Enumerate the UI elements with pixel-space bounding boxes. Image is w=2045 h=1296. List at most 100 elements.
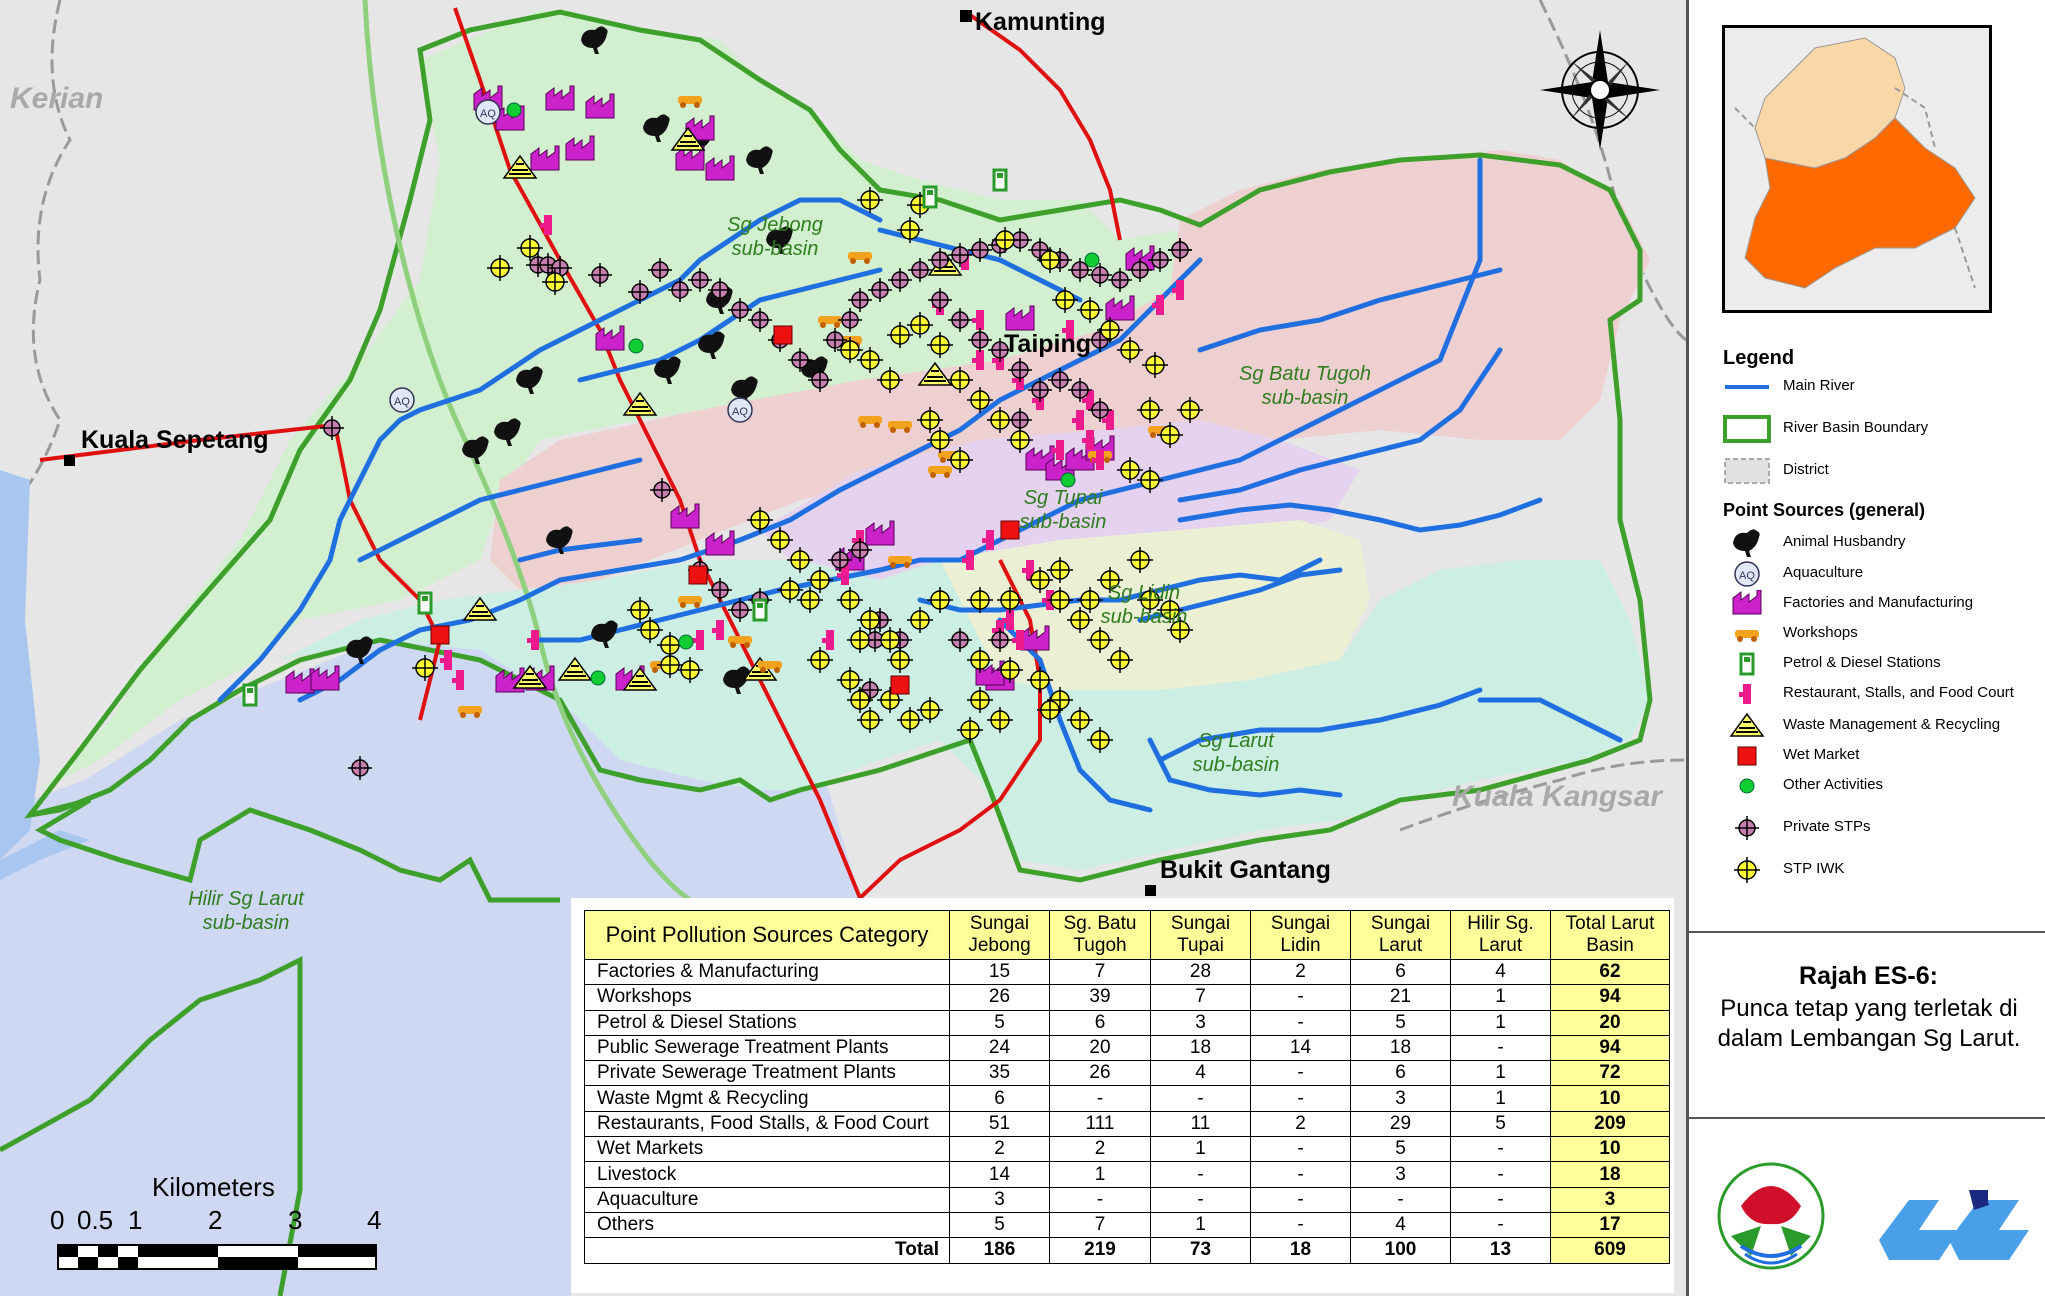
cell-value: - (1250, 984, 1351, 1011)
cell-value: 3 (949, 1186, 1050, 1213)
cell-total: 62 (1550, 958, 1670, 986)
aq-marker (475, 99, 501, 125)
waste-icon (1730, 713, 1764, 737)
cell-value: 111 (1049, 1110, 1151, 1138)
map-canvas: AQ (0, 0, 1686, 1296)
cell-value: 5 (1350, 1136, 1451, 1163)
cell-total: 72 (1550, 1060, 1670, 1087)
cell-value: 26 (1049, 1060, 1151, 1087)
row-category: Public Sewerage Treatment Plants (584, 1034, 950, 1062)
cell-value: 14 (1250, 1034, 1351, 1062)
row-category: Wet Markets (584, 1136, 950, 1163)
cell-value: 5 (1350, 1009, 1451, 1036)
cell-value: 7 (1049, 1211, 1151, 1239)
row-category: Aquaculture (584, 1186, 950, 1213)
cell-value: 1 (1049, 1161, 1151, 1188)
cell-value: 3 (1350, 1085, 1451, 1112)
cell-value: - (1049, 1085, 1151, 1112)
cell-value: 51 (949, 1110, 1050, 1138)
legend-point-source: Wet Market (1723, 742, 2043, 770)
legend-point-source: Factories and Manufacturing (1723, 590, 2043, 618)
header-category: Point Pollution Sources Category (584, 910, 950, 960)
divider (1689, 931, 2045, 933)
river-line-icon (1725, 385, 1769, 389)
row-category: Others (584, 1211, 950, 1239)
workshop-icon (1735, 630, 1759, 642)
cell-total: 209 (1550, 1110, 1670, 1138)
cell-value: - (1250, 1211, 1351, 1239)
cell-value: 11 (1150, 1110, 1251, 1138)
cell-value: 4 (1150, 1060, 1251, 1087)
legend-point-source: Restaurant, Stalls, and Food Court (1723, 680, 2043, 708)
cell-value: 24 (949, 1034, 1050, 1062)
figure-title: Rajah ES-6: (1799, 962, 1938, 990)
header-hilir: Hilir Sg.Larut (1450, 910, 1551, 960)
scale-tick: 3 (288, 1205, 303, 1235)
cell-value: - (1450, 1034, 1551, 1062)
total-label: Total (584, 1237, 950, 1264)
basin-boundary-icon (1723, 415, 1771, 443)
scale-tick: 4 (367, 1205, 382, 1235)
place-bukit-gantang: Bukit Gantang (1160, 856, 1331, 884)
cell-total-value: 13 (1450, 1237, 1551, 1264)
legend-point-source: Waste Management & Recycling (1723, 712, 2043, 740)
legend-district: District (1723, 457, 2043, 485)
other-marker (678, 634, 694, 650)
side-panel: Legend Main River River Basin Boundary D… (1686, 0, 2045, 1296)
cell-total: 20 (1550, 1009, 1670, 1036)
cell-value: - (1450, 1186, 1551, 1213)
row-category: Waste Mgmt & Recycling (584, 1085, 950, 1112)
cell-value: 7 (1049, 958, 1151, 986)
cell-value: - (1450, 1136, 1551, 1163)
cell-value: - (1250, 1186, 1351, 1213)
wet-marker (430, 625, 450, 645)
other-marker (1084, 252, 1100, 268)
doe-malaysia-logo (1717, 1162, 1825, 1270)
fuel-pump-icon (1739, 652, 1755, 676)
figure-caption: Punca tetap yang terletak di dalam Lemba… (1717, 995, 2021, 1052)
cell-total-value: 186 (949, 1237, 1050, 1264)
ypun-logo (1879, 1190, 2029, 1260)
cell-total-value: 100 (1350, 1237, 1451, 1264)
cell-grand-total: 609 (1550, 1237, 1670, 1264)
place-kamunting: Kamunting (975, 8, 1106, 36)
cell-value: 2 (1250, 958, 1351, 986)
cell-value: - (1150, 1085, 1251, 1112)
cell-value: - (1450, 1211, 1551, 1239)
chicken-icon (1733, 529, 1760, 557)
point-sources-title: Point Sources (general) (1723, 500, 1926, 520)
cell-value: - (1150, 1186, 1251, 1213)
cell-value: - (1049, 1186, 1151, 1213)
district-kerian: Kerian (10, 82, 104, 115)
cell-value: - (1250, 1161, 1351, 1188)
cell-total-value: 73 (1150, 1237, 1251, 1264)
petrol-marker (992, 168, 1008, 192)
district-icon (1724, 458, 1770, 484)
private-stp-icon (1734, 815, 1760, 841)
cell-value: 1 (1150, 1211, 1251, 1239)
row-category: Petrol & Diesel Stations (584, 1009, 950, 1036)
cell-value: 4 (1450, 958, 1551, 986)
petrol-marker (242, 683, 258, 707)
petrol-marker (417, 591, 433, 615)
cell-value: - (1250, 1060, 1351, 1087)
wet-marker (890, 675, 910, 695)
aquaculture-icon (1734, 561, 1760, 587)
cell-total: 17 (1550, 1211, 1670, 1239)
cell-value: 6 (1049, 1009, 1151, 1036)
other-marker (506, 102, 522, 118)
legend-point-source: Other Activities (1723, 772, 2043, 800)
cell-value: 7 (1150, 984, 1251, 1011)
stp-iwk-icon (1733, 856, 1761, 884)
legend-title: Legend (1723, 347, 1795, 369)
other-marker (590, 670, 606, 686)
row-category: Factories & Manufacturing (584, 958, 950, 986)
cell-value: - (1250, 1085, 1351, 1112)
cell-value: 6 (949, 1085, 1050, 1112)
